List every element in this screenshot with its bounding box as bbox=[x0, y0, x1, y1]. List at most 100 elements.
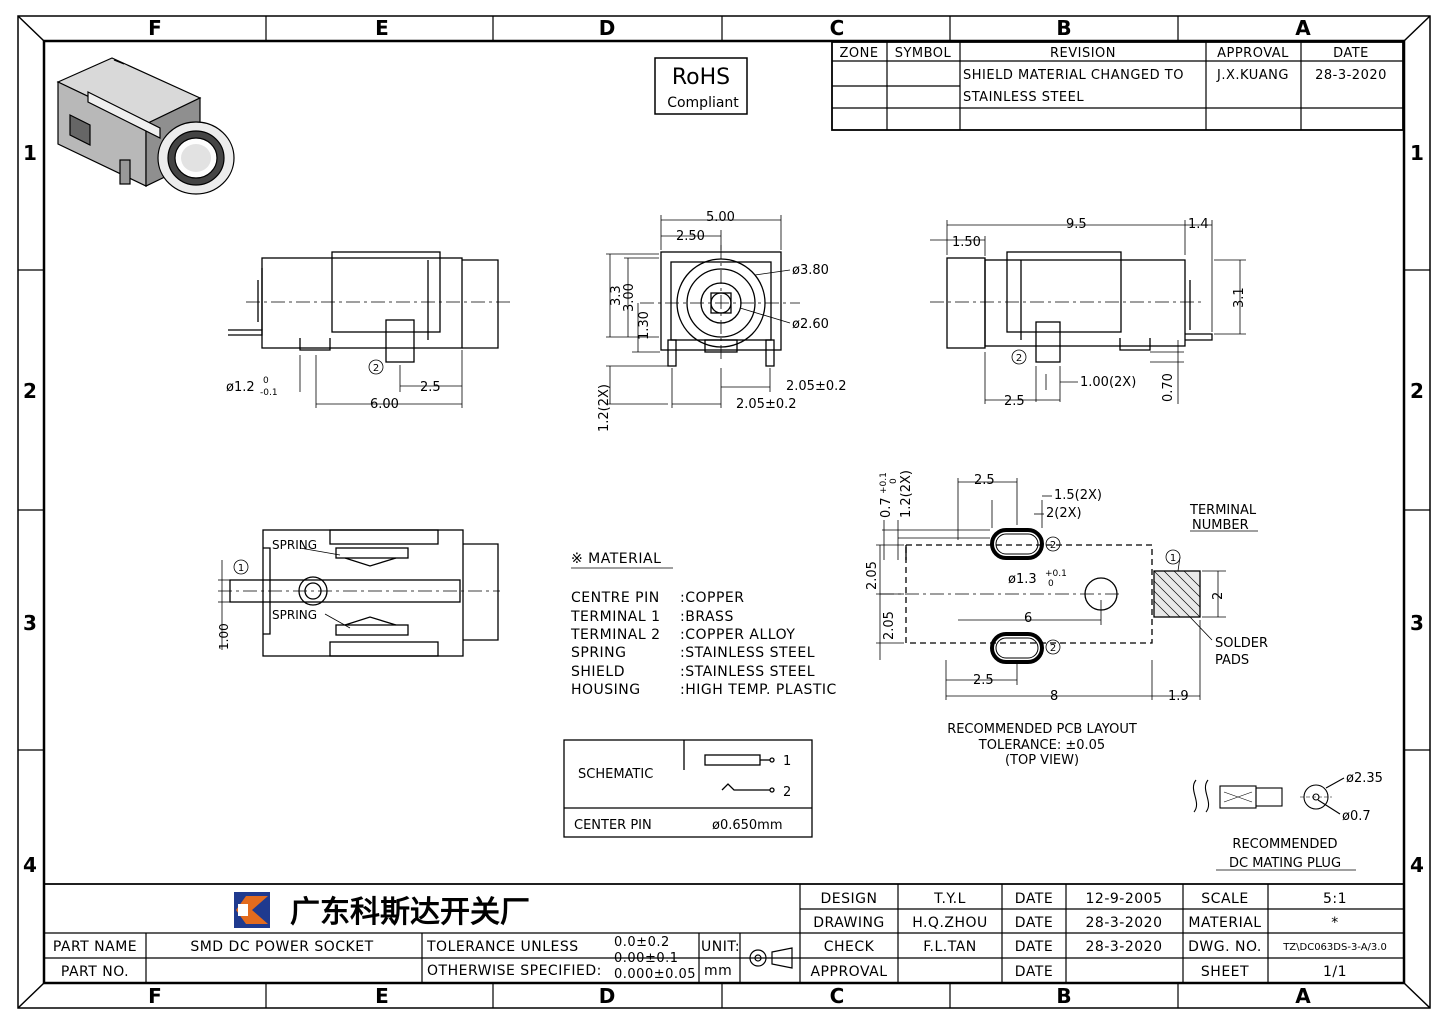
dim-2-05-upper: 2.05±0.2 bbox=[786, 379, 847, 394]
rev-header-revision: REVISION bbox=[1050, 46, 1116, 61]
dim-dia-3-80: ø3.80 bbox=[792, 263, 829, 278]
zone-row-1: 1 bbox=[23, 141, 37, 165]
zone-col-d-bottom: D bbox=[599, 984, 616, 1008]
tolerance-value-3: 0.000±0.05 bbox=[614, 967, 696, 982]
pcb-solder-pads-2: PADS bbox=[1215, 653, 1249, 668]
pcb-dim-2-2x: 2(2X) bbox=[1046, 506, 1082, 521]
tb-name-check: F.L.TAN bbox=[923, 939, 977, 955]
pcb-dim-0-7: 0.7 bbox=[879, 497, 894, 518]
pcb-solder-pads-1: SOLDER bbox=[1215, 636, 1268, 651]
tb-date-label-approval: DATE bbox=[1015, 964, 1053, 980]
pcb-layout-dims bbox=[876, 478, 1258, 700]
bottom-view-dims bbox=[218, 547, 351, 650]
schematic-pin-1: 1 bbox=[783, 754, 791, 769]
tb-value-sheet: 1/1 bbox=[1323, 964, 1347, 980]
zone-col-f-bottom: F bbox=[148, 984, 162, 1008]
mating-plug-labels: ø2.35 ø0.7 RECOMMENDED DC MATING PLUG bbox=[1216, 771, 1383, 871]
zone-row-2-right: 2 bbox=[1410, 379, 1424, 403]
material-list: ※ MATERIAL CENTRE PIN :COPPER TERMINAL 1… bbox=[570, 551, 836, 698]
schematic-text: SCHEMATIC 1 2 CENTER PIN ø0.650mm bbox=[574, 754, 791, 833]
tb-label-check: CHECK bbox=[824, 939, 875, 955]
rev-row-revision-line1: SHIELD MATERIAL CHANGED TO bbox=[963, 68, 1184, 83]
dim-1-30: 1.30 bbox=[637, 311, 652, 340]
pcb-dim-2-5-top: 2.5 bbox=[974, 473, 995, 488]
dim-3-1: 3.1 bbox=[1232, 287, 1247, 308]
schematic-pin-2: 2 bbox=[783, 785, 791, 800]
tb-label-approval: APPROVAL bbox=[810, 964, 887, 980]
zone-col-a-bottom: A bbox=[1295, 984, 1311, 1008]
dim-2-05-lower: 2.05±0.2 bbox=[736, 397, 797, 412]
side-view-right bbox=[930, 251, 1213, 363]
rev-row-revision-line2: STAINLESS STEEL bbox=[963, 90, 1084, 105]
tb-date-label-drawing: DATE bbox=[1015, 915, 1053, 931]
side-view-left-dims bbox=[299, 350, 463, 408]
pcb-caption-1: RECOMMENDED PCB LAYOUT bbox=[947, 722, 1137, 737]
bottom-view bbox=[218, 529, 500, 657]
tb-date-label-check: DATE bbox=[1015, 939, 1053, 955]
zone-row-2: 2 bbox=[23, 379, 37, 403]
tolerance-label-2: OTHERWISE SPECIFIED: bbox=[427, 963, 602, 979]
dim-dia-1-2: ø1.2 bbox=[226, 380, 255, 395]
dim-2-50: 2.50 bbox=[676, 229, 705, 244]
company-name: 广东科斯达开关厂 bbox=[290, 895, 530, 930]
zone-col-c: C bbox=[830, 16, 845, 40]
unit-value: mm bbox=[704, 963, 732, 979]
pcb-layout bbox=[880, 528, 1201, 664]
pcb-dim-6: 6 bbox=[1024, 611, 1032, 626]
product-3d-image bbox=[56, 57, 235, 195]
rohs-badge: RoHS Compliant bbox=[654, 57, 748, 115]
tb-key-material: MATERIAL bbox=[1188, 915, 1261, 931]
pcb-layout-labels: 0.7 +0.1 0 1.2(2X) 2.5 1.5(2X) 2(2X) TER… bbox=[865, 470, 1268, 768]
material-part-5: HOUSING bbox=[571, 682, 641, 698]
pcb-dim-8: 8 bbox=[1050, 689, 1058, 704]
mating-plug bbox=[1192, 777, 1345, 815]
plug-caption-2: DC MATING PLUG bbox=[1229, 856, 1341, 871]
zone-row-3-right: 3 bbox=[1410, 611, 1424, 635]
pcb-dim-1-2-2x: 1.2(2X) bbox=[899, 470, 914, 518]
pcb-dim-2-05-upper: 2.05 bbox=[865, 561, 880, 590]
dim-dia-2-60: ø2.60 bbox=[792, 317, 829, 332]
material-title: ※ MATERIAL bbox=[571, 551, 661, 567]
tb-value-scale: 5:1 bbox=[1323, 891, 1347, 907]
title-block bbox=[44, 883, 1403, 983]
pcb-dim-dia-1-3-tol-dn: 0 bbox=[1048, 579, 1054, 589]
rev-row-date: 28-3-2020 bbox=[1315, 68, 1387, 83]
tb-date-label-design: DATE bbox=[1015, 891, 1053, 907]
revision-table-text: ZONE SYMBOL REVISION APPROVAL DATE SHIEL… bbox=[839, 46, 1386, 105]
label-spring-top: SPRING bbox=[272, 538, 317, 552]
plug-dim-dia-2-35: ø2.35 bbox=[1346, 771, 1383, 786]
plug-caption-1: RECOMMENDED bbox=[1232, 837, 1337, 852]
side-view-right-dims bbox=[930, 220, 1246, 404]
pcb-terminal-number-2: NUMBER bbox=[1192, 518, 1249, 533]
tb-name-drawing: H.Q.ZHOU bbox=[912, 915, 988, 931]
label-spring-bottom: SPRING bbox=[272, 608, 317, 622]
pcb-dim-dia-1-3-tol-up: +0.1 bbox=[1045, 569, 1067, 579]
schematic-label: SCHEMATIC bbox=[578, 767, 653, 782]
pcb-caption-3: (TOP VIEW) bbox=[1005, 753, 1079, 768]
pcb-dim-1-5-2x: 1.5(2X) bbox=[1054, 488, 1102, 503]
tolerance-value-1: 0.0±0.2 bbox=[614, 935, 670, 950]
material-part-4: SHIELD bbox=[571, 664, 625, 680]
dim-1-2-2x: 1.2(2X) bbox=[597, 384, 612, 432]
dim-1-00-2x: 1.00(2X) bbox=[1080, 375, 1136, 390]
company-logo bbox=[234, 892, 270, 928]
callout-1-bottom: 1 bbox=[238, 563, 244, 574]
pcb-dim-2-5-bottom: 2.5 bbox=[973, 673, 994, 688]
zone-col-f: F bbox=[148, 16, 162, 40]
tb-date-drawing: 28-3-2020 bbox=[1086, 915, 1163, 931]
dim-3-3: 3.3 bbox=[609, 285, 624, 306]
tolerance-label-1: TOLERANCE UNLESS bbox=[426, 939, 579, 955]
side-view-left-labels: ø1.2 0 -0.1 2.5 6.00 2 bbox=[226, 363, 441, 412]
material-part-1: TERMINAL 1 bbox=[570, 609, 661, 625]
front-view-dims bbox=[606, 215, 791, 408]
callout-2-right: 2 bbox=[1016, 353, 1022, 364]
pcb-dim-1-9: 1.9 bbox=[1168, 689, 1189, 704]
dim-1-50: 1.50 bbox=[952, 235, 981, 250]
rohs-compliant: Compliant bbox=[667, 95, 739, 111]
part-name-label: PART NAME bbox=[53, 939, 137, 955]
tb-date-check: 28-3-2020 bbox=[1086, 939, 1163, 955]
zone-row-1-right: 1 bbox=[1410, 141, 1424, 165]
zone-col-c-bottom: C bbox=[830, 984, 845, 1008]
center-pin-label: CENTER PIN bbox=[574, 818, 652, 833]
dim-1-00-bottom: 1.00 bbox=[217, 623, 231, 650]
